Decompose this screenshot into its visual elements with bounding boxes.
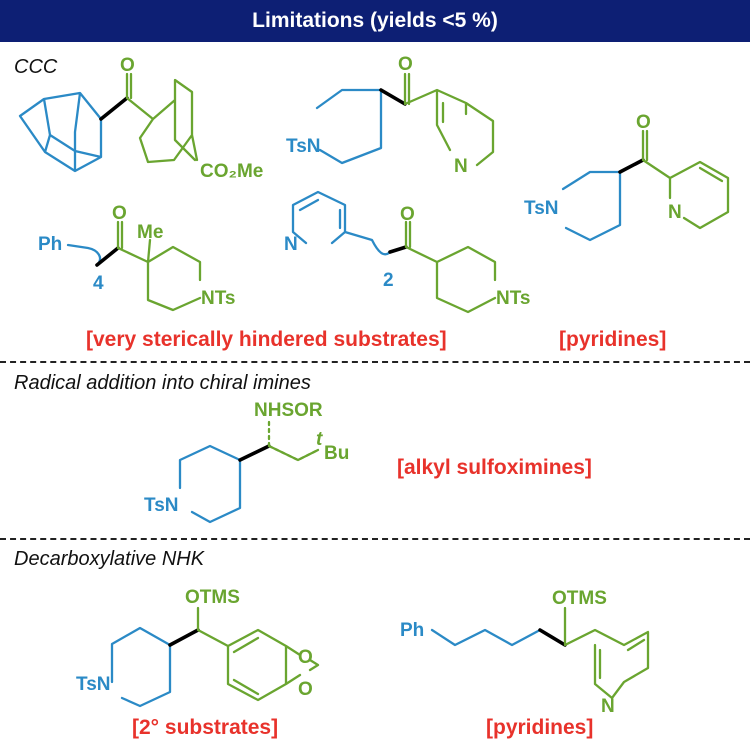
tosyl-nitrogen-label: NTs xyxy=(496,288,530,309)
banner-title: Limitations (yields <5 %) xyxy=(252,9,498,32)
section-divider xyxy=(0,538,750,540)
oxygen-label: O xyxy=(398,54,413,75)
title-banner: Limitations (yields <5 %) xyxy=(0,0,750,42)
section-label-decarboxylative-nhk: Decarboxylative NHK xyxy=(14,548,205,570)
note-pyridines: [pyridines] xyxy=(559,328,667,351)
section-divider xyxy=(0,361,750,363)
tosyl-nitrogen-label: TsN xyxy=(524,198,558,219)
pyridine-nitrogen-label: N xyxy=(284,234,298,255)
otms-label: OTMS xyxy=(185,587,240,608)
note-alkyl-sulfoximines: [alkyl sulfoximines] xyxy=(397,456,592,479)
tosyl-nitrogen-label: TsN xyxy=(144,495,178,516)
oxygen-label: O xyxy=(400,204,415,225)
molecule-sulfinamide-piperidine: NHSOR t Bu TsN xyxy=(144,400,349,524)
note-pyridines: [pyridines] xyxy=(486,716,594,739)
molecule-benzodioxole-tms-ether: OTMS O O TsN xyxy=(76,587,320,708)
repeat-count-label: 4 xyxy=(93,273,104,294)
dioxole-oxygen-label: O xyxy=(298,679,313,700)
tosyl-nitrogen-label: TsN xyxy=(76,674,110,695)
note-secondary-substrates: [2° substrates] xyxy=(132,716,279,739)
molecule-piperidinyl-2-pyridyl-ketone: O TsN N xyxy=(524,112,730,242)
tert-butyl-prefix: t xyxy=(316,429,323,450)
otms-label: OTMS xyxy=(552,588,607,609)
tosyl-nitrogen-label: TsN xyxy=(286,136,320,157)
methyl-label: Me xyxy=(137,222,163,243)
tosyl-nitrogen-label: NTs xyxy=(201,288,235,309)
molecule-adamantyl-bicyclooctane-ketone: O CO₂Me xyxy=(18,55,263,182)
oxygen-label: O xyxy=(112,203,127,224)
section-label-radical-addition: Radical addition into chiral imines xyxy=(14,372,311,394)
molecule-pyridylethyl-ketone-piperidine: O N 2 NTs xyxy=(284,190,530,314)
pyridine-nitrogen-label: N xyxy=(668,202,682,223)
oxygen-label: O xyxy=(636,112,651,133)
tert-butyl-label: Bu xyxy=(324,443,349,464)
section-label-ccc: CCC xyxy=(14,56,58,78)
phenyl-label: Ph xyxy=(38,234,62,255)
phenyl-label: Ph xyxy=(400,620,424,641)
sulfinamide-label: NHSOR xyxy=(254,400,323,421)
dioxole-oxygen-label: O xyxy=(298,647,313,668)
oxygen-label: O xyxy=(120,55,135,76)
pyridine-nitrogen-label: N xyxy=(454,156,468,177)
ester-label: CO₂Me xyxy=(200,161,263,182)
molecule-piperidinyl-3-pyridyl-ketone: O TsN N xyxy=(286,54,495,177)
pyridine-nitrogen-label: N xyxy=(601,696,615,717)
repeat-count-label: 2 xyxy=(383,270,394,291)
molecule-phenylbutyl-pyridyl-tms-ether: OTMS Ph N xyxy=(400,588,650,717)
note-steric-substrates: [very sterically hindered substrates] xyxy=(86,328,447,351)
molecule-phenylbutyl-ketone-methylpiperidine: O Me Ph 4 NTs xyxy=(38,203,235,312)
